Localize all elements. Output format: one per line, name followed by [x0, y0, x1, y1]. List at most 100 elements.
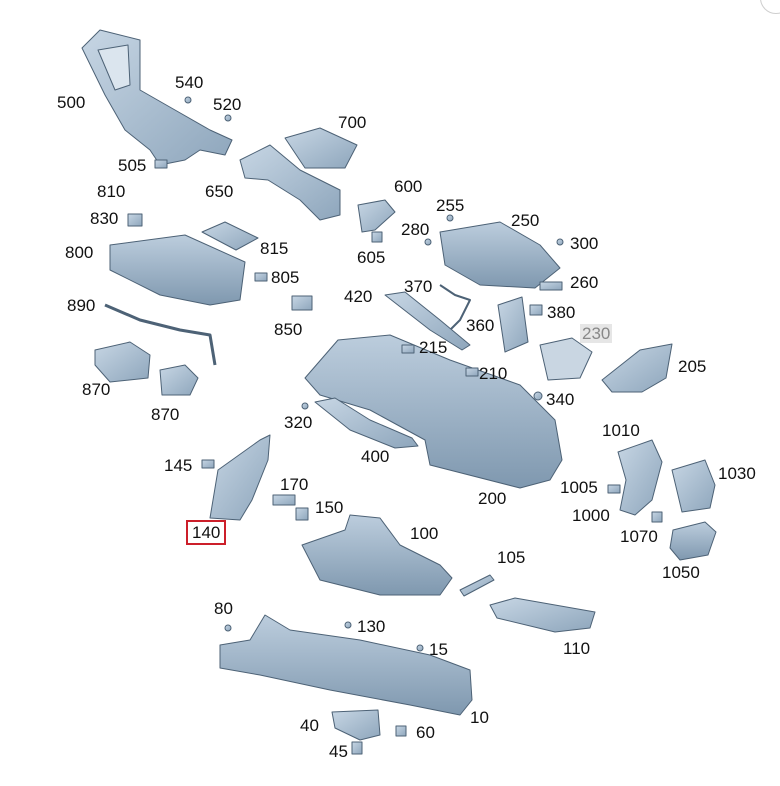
label-360[interactable]: 360 — [466, 316, 495, 335]
part-830-clip — [127, 213, 143, 227]
label-230[interactable]: 230 — [580, 324, 613, 343]
label-370[interactable]: 370 — [404, 277, 433, 296]
part-215-clip — [401, 344, 415, 354]
part-1030-frame — [671, 459, 716, 513]
label-1070[interactable]: 1070 — [620, 527, 658, 546]
part-60-clip — [395, 725, 407, 737]
part-890-cable — [104, 303, 217, 366]
label-1030[interactable]: 1030 — [718, 464, 756, 483]
part-170-clip — [272, 494, 296, 506]
part-870-cup-b — [159, 364, 199, 396]
label-40[interactable]: 40 — [300, 716, 319, 735]
part-320-screw — [301, 402, 309, 410]
part-80-screw — [224, 624, 232, 632]
label-100[interactable]: 100 — [410, 524, 439, 543]
part-1050-box — [669, 521, 717, 561]
part-815-pad — [201, 221, 259, 251]
label-850[interactable]: 850 — [274, 320, 303, 339]
part-700-panel — [284, 127, 358, 169]
label-380[interactable]: 380 — [547, 303, 576, 322]
label-45[interactable]: 45 — [329, 742, 348, 761]
label-650[interactable]: 650 — [205, 182, 234, 201]
label-815[interactable]: 815 — [260, 239, 289, 258]
label-600[interactable]: 600 — [394, 177, 423, 196]
label-150[interactable]: 150 — [315, 498, 344, 517]
label-520[interactable]: 520 — [213, 95, 242, 114]
part-605-clip — [371, 231, 383, 243]
label-140-highlighted[interactable]: 140 — [186, 520, 227, 545]
label-110[interactable]: 110 — [563, 639, 591, 658]
label-890[interactable]: 890 — [67, 296, 96, 315]
label-1000[interactable]: 1000 — [572, 506, 610, 525]
part-130-screw — [344, 621, 352, 629]
part-105-strip — [459, 574, 495, 597]
part-600-cap — [357, 199, 396, 233]
part-1005-clip — [607, 484, 621, 494]
label-1050[interactable]: 1050 — [662, 563, 700, 582]
part-650-bezel — [239, 144, 341, 221]
label-810[interactable]: 810 — [97, 182, 126, 201]
label-200[interactable]: 200 — [478, 489, 507, 508]
label-1010[interactable]: 1010 — [602, 421, 640, 440]
label-60[interactable]: 60 — [416, 723, 435, 742]
part-10-lower — [219, 614, 473, 716]
label-260[interactable]: 260 — [570, 273, 599, 292]
part-340-screw — [533, 391, 543, 401]
part-100-bin — [301, 514, 453, 596]
label-505[interactable]: 505 — [118, 156, 147, 175]
part-380-clip — [529, 304, 543, 316]
label-500[interactable]: 500 — [57, 93, 86, 112]
label-320[interactable]: 320 — [284, 413, 313, 432]
label-605[interactable]: 605 — [357, 248, 386, 267]
part-40-handle — [331, 709, 381, 741]
part-200-console — [304, 334, 563, 489]
label-1005[interactable]: 1005 — [560, 478, 598, 497]
label-300[interactable]: 300 — [570, 234, 599, 253]
part-540-screw — [184, 96, 192, 104]
part-805-clip — [254, 272, 268, 282]
label-130[interactable]: 130 — [357, 617, 386, 636]
label-255[interactable]: 255 — [436, 196, 465, 215]
label-800[interactable]: 800 — [65, 243, 94, 262]
part-870-cup-a — [94, 341, 151, 383]
part-850-clip — [291, 295, 313, 311]
part-260-clip — [539, 281, 563, 291]
label-830[interactable]: 830 — [90, 209, 119, 228]
label-870-b[interactable]: 870 — [151, 405, 180, 424]
label-215[interactable]: 215 — [419, 338, 448, 357]
part-505-clip — [154, 159, 168, 169]
part-250-lid — [439, 221, 561, 289]
part-230-frame — [539, 337, 593, 381]
label-80[interactable]: 80 — [214, 599, 233, 618]
part-140-panel — [209, 434, 271, 521]
label-280[interactable]: 280 — [401, 220, 430, 239]
label-210[interactable]: 210 — [479, 364, 508, 383]
part-110-mat — [489, 597, 596, 633]
part-255-screw — [446, 214, 454, 222]
label-540[interactable]: 540 — [175, 73, 204, 92]
label-420[interactable]: 420 — [344, 287, 373, 306]
part-145-clip — [201, 459, 215, 469]
part-800-box — [109, 234, 246, 306]
part-150-clip — [295, 507, 309, 521]
label-15[interactable]: 15 — [429, 640, 448, 659]
label-870-a[interactable]: 870 — [82, 380, 111, 399]
label-105[interactable]: 105 — [497, 548, 526, 567]
part-280-screw — [424, 238, 432, 246]
label-400[interactable]: 400 — [361, 447, 390, 466]
label-805[interactable]: 805 — [271, 268, 300, 287]
part-370-wire — [439, 284, 471, 331]
part-500-cutout — [97, 44, 131, 91]
part-300-screw — [556, 238, 564, 246]
label-205[interactable]: 205 — [678, 357, 707, 376]
label-250[interactable]: 250 — [511, 211, 540, 230]
label-145[interactable]: 145 — [164, 456, 193, 475]
label-10[interactable]: 10 — [470, 708, 489, 727]
part-205-plate — [601, 343, 673, 393]
part-360-bracket — [497, 296, 529, 353]
part-15-screw — [416, 644, 424, 652]
label-340[interactable]: 340 — [546, 390, 575, 409]
label-170[interactable]: 170 — [280, 475, 309, 494]
label-700[interactable]: 700 — [338, 113, 367, 132]
